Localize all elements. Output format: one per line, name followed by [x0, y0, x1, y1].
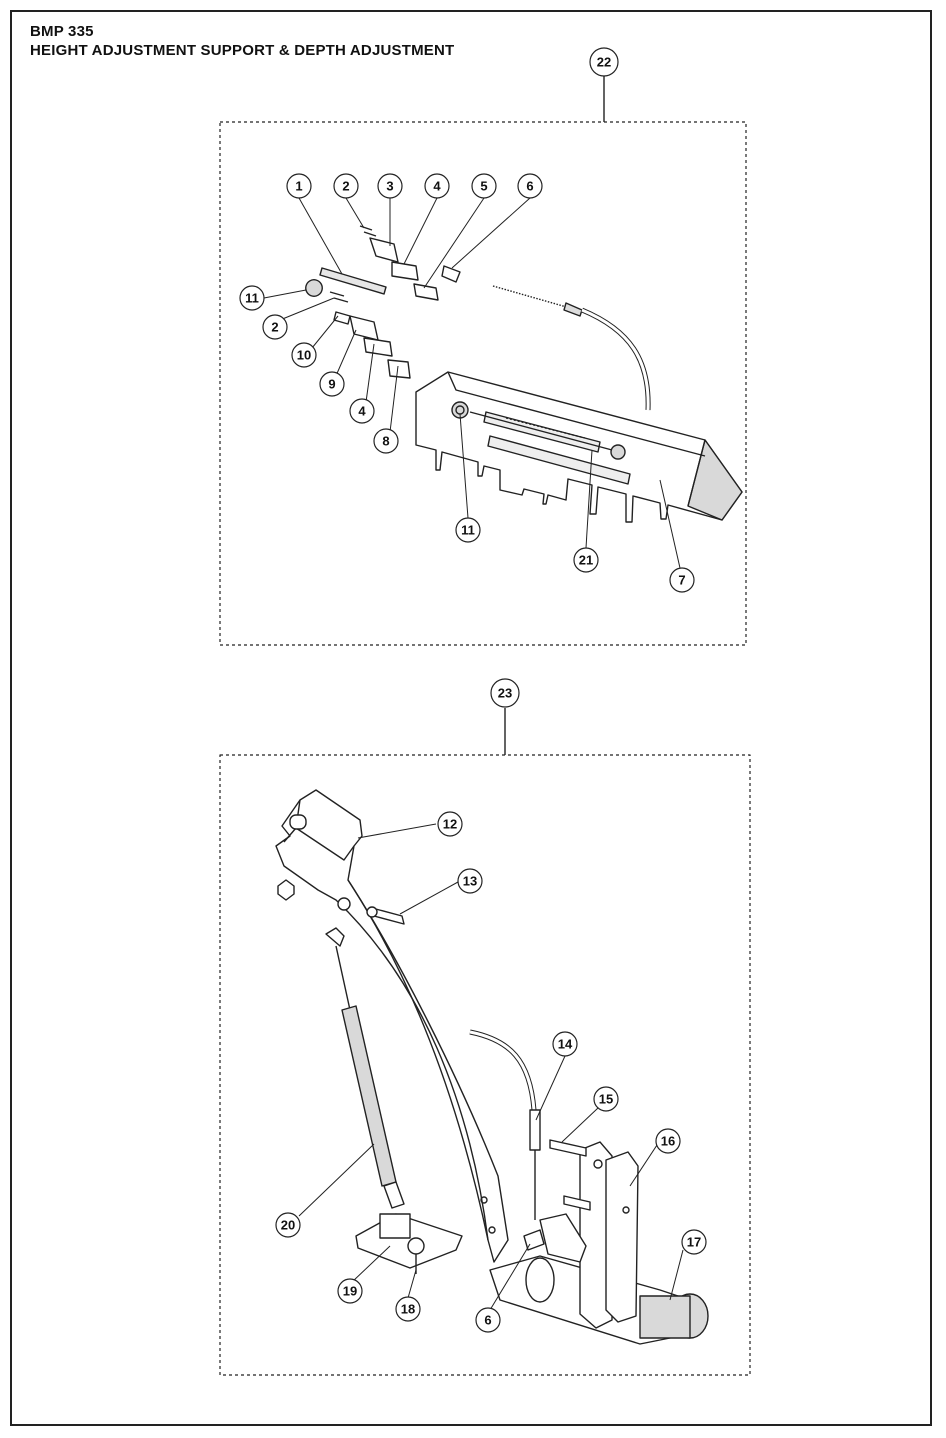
callout-circle	[589, 47, 619, 77]
assembly-22-box	[219, 121, 747, 646]
callout-label: 9	[328, 377, 335, 392]
callout-circle	[490, 678, 520, 708]
callout-label: 6	[526, 179, 533, 194]
callout-label: 6	[484, 1313, 491, 1328]
callout-label: 16	[661, 1134, 675, 1149]
support-frame	[489, 1141, 709, 1345]
callout-label: 1	[295, 179, 302, 194]
callout-label: 2	[271, 320, 278, 335]
depth-adjustment-panel	[415, 371, 743, 523]
callout-label: 13	[463, 874, 477, 889]
bracket-upper	[369, 237, 399, 263]
callout-label: 8	[382, 434, 389, 449]
assembly-23-box	[219, 754, 751, 1376]
callout-label: 10	[297, 348, 311, 363]
gas-strut	[325, 927, 405, 1209]
page-border	[10, 10, 932, 1426]
model-number: BMP 335	[30, 23, 94, 40]
callout-label: 21	[579, 553, 593, 568]
callout-label: 12	[443, 817, 457, 832]
callout-label: 4	[358, 404, 366, 419]
callout-label: 4	[433, 179, 441, 194]
callout-label: 7	[678, 573, 685, 588]
callout-label: 19	[343, 1284, 357, 1299]
callout-label: 2	[342, 179, 349, 194]
callout-label: 5	[480, 179, 487, 194]
callout-label: 11	[461, 523, 475, 538]
callout-label: 14	[558, 1037, 573, 1052]
callout-label: 18	[401, 1302, 415, 1317]
bushing-part	[305, 279, 323, 297]
callout-label: 15	[599, 1092, 613, 1107]
callout-label: 20	[281, 1218, 295, 1233]
rod-part	[319, 267, 387, 295]
height-adjustment-arm	[275, 789, 509, 1263]
callout-label: 3	[386, 179, 393, 194]
assembly-label: 23	[498, 686, 512, 701]
callout-label: 17	[687, 1235, 701, 1250]
bracket-lower	[349, 315, 379, 341]
callout-label: 11	[245, 291, 259, 306]
cable-wire	[492, 285, 571, 309]
assembly-label: 22	[597, 55, 611, 70]
page-title: HEIGHT ADJUSTMENT SUPPORT & DEPTH ADJUST…	[30, 42, 455, 59]
